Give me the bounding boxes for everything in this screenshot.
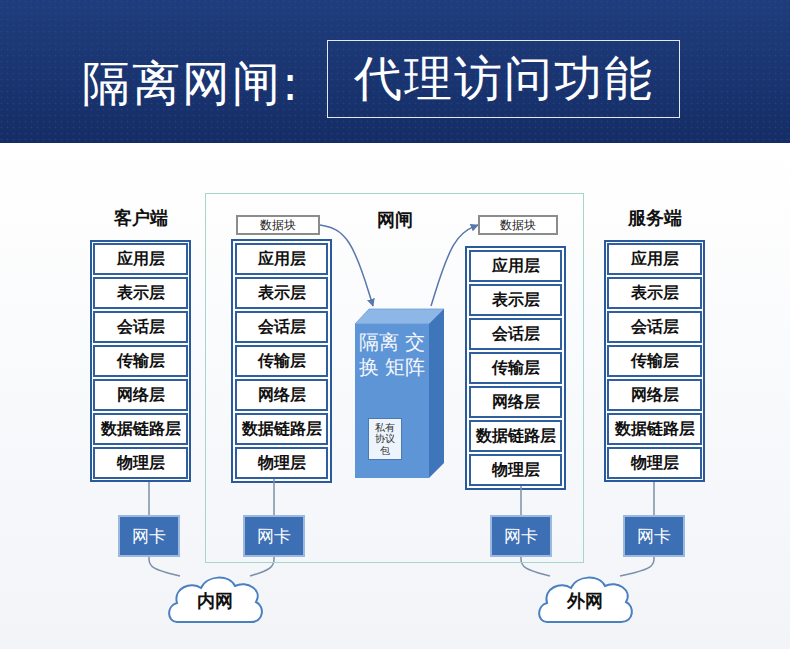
layer-box-label: 会话层 [492,324,540,345]
layer-box-label: 数据链路层 [242,419,322,440]
layer-box-label: 网络层 [258,385,306,406]
stack-frame [466,247,565,489]
protocol-stack: 服务端应用层表示层会话层传输层网络层数据链路层物理层 [604,240,705,482]
data-block: 数据块 [236,215,320,235]
data-block-label: 数据块 [260,217,296,234]
layer-box: 数据链路层 [235,413,328,445]
link-line [620,557,654,576]
network-card-label: 网卡 [504,525,538,548]
layer-box: 会话层 [235,311,328,343]
layer-box: 数据链路层 [469,420,562,452]
layer-box: 表示层 [93,277,188,309]
layer-box: 应用层 [235,243,328,275]
layer-box-label: 表示层 [117,283,165,304]
layer-box-label: 物理层 [117,453,165,474]
layer-box-label: 物理层 [631,453,679,474]
network-card: 网卡 [490,515,552,557]
link-line [149,557,180,576]
layer-box-label: 物理层 [492,460,540,481]
protocol-stack-label: 服务端 [596,206,713,230]
layer-box: 应用层 [607,243,702,275]
page-ground [0,143,790,649]
layer-box-label: 传输层 [631,351,679,372]
layer-box: 物理层 [469,454,562,486]
network-cloud-label: 外网 [535,589,635,613]
data-block-label: 数据块 [500,217,536,234]
data-block: 数据块 [478,215,558,235]
network-cloud: 外网 [535,572,635,628]
layer-box: 网络层 [235,379,328,411]
network-card: 网卡 [243,515,305,557]
layer-box: 数据链路层 [93,413,188,445]
protocol-stack: 客户端应用层表示层会话层传输层网络层数据链路层物理层 [90,240,191,482]
network-cloud-label: 内网 [165,589,265,613]
layer-box-label: 传输层 [492,358,540,379]
layer-box: 网络层 [469,386,562,418]
layer-box-label: 网络层 [492,392,540,413]
network-card-label: 网卡 [132,525,166,548]
layer-box: 物理层 [607,447,702,479]
header-band [0,0,790,143]
layer-box-label: 应用层 [117,249,165,270]
network-cloud: 内网 [165,572,265,628]
isolation-matrix: 隔离 交换 矩阵私有 协议 包 [355,306,445,479]
layer-box: 应用层 [93,243,188,275]
layer-box-label: 传输层 [258,351,306,372]
layer-box: 网络层 [607,379,702,411]
layer-box: 传输层 [469,352,562,384]
layer-box-label: 物理层 [258,453,306,474]
link-line [521,557,550,576]
network-card: 网卡 [118,515,180,557]
layer-box: 物理层 [235,447,328,479]
gateway-region: 网闸数据块应用层表示层会话层传输层网络层数据链路层物理层隔离 交换 矩阵私有 协… [205,193,584,563]
network-card-label: 网卡 [257,525,291,548]
layer-box: 网络层 [93,379,188,411]
link-line [653,482,655,515]
layer-box: 应用层 [469,250,562,282]
layer-box: 物理层 [93,447,188,479]
page-title: 隔离网闸: [82,52,300,116]
layer-box: 会话层 [93,311,188,343]
link-line [148,482,150,515]
link-line [273,479,275,515]
layer-box: 会话层 [469,318,562,350]
layer-box-label: 数据链路层 [476,426,556,447]
layer-box-label: 应用层 [631,249,679,270]
layer-box: 传输层 [235,345,328,377]
layer-box-label: 表示层 [492,290,540,311]
layer-box: 会话层 [607,311,702,343]
private-packet: 私有 协议 包 [368,418,402,460]
header-texture [0,0,790,143]
layer-box-label: 应用层 [258,249,306,270]
layer-box-label: 数据链路层 [615,419,695,440]
layer-box-label: 网络层 [117,385,165,406]
protocol-stack-label: 客户端 [82,206,199,230]
layer-box-label: 传输层 [117,351,165,372]
layer-box: 数据链路层 [607,413,702,445]
layer-box-label: 数据链路层 [101,419,181,440]
stack-frame [232,240,331,482]
network-card: 网卡 [623,515,685,557]
layer-box-label: 表示层 [258,283,306,304]
layer-box-label: 会话层 [117,317,165,338]
layer-box: 表示层 [607,277,702,309]
layer-box: 传输层 [93,345,188,377]
link-line [520,486,522,515]
private-packet-label: 私有 协议 包 [370,422,400,457]
network-card-label: 网卡 [637,525,671,548]
layer-box: 表示层 [469,284,562,316]
layer-box: 表示层 [235,277,328,309]
layer-box-label: 应用层 [492,256,540,277]
layer-box-label: 网络层 [631,385,679,406]
link-line [250,557,274,576]
layer-box-label: 表示层 [631,283,679,304]
title-box: 代理访问功能 [327,40,680,118]
isolation-matrix-label: 隔离 交换 矩阵 [355,330,429,380]
title-box-label: 代理访问功能 [354,47,654,111]
layer-box: 传输层 [607,345,702,377]
layer-box-label: 会话层 [258,317,306,338]
layer-box-label: 会话层 [631,317,679,338]
